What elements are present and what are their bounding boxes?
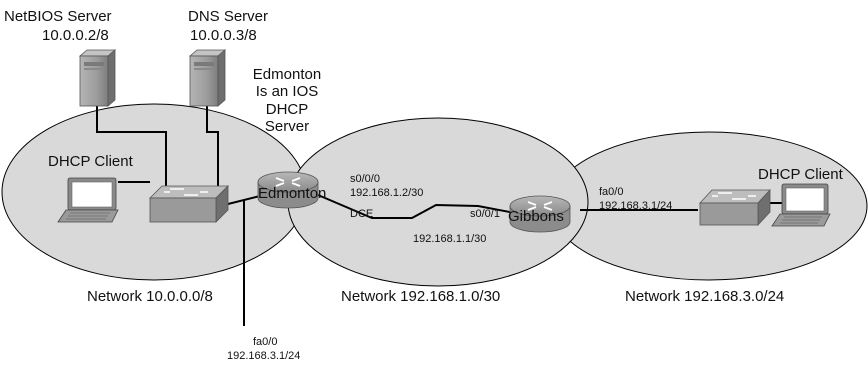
dce-label: DCE bbox=[350, 208, 374, 220]
edmonton-note-line: Is an IOS bbox=[255, 83, 319, 101]
gibbons-s001-label: s0/0/1 bbox=[470, 208, 500, 220]
gibbons-fa00-ip: 192.168.3.1/24 bbox=[599, 200, 673, 212]
router-icon bbox=[509, 195, 571, 233]
dhcp-client-left-label: DHCP Client bbox=[48, 153, 133, 170]
server-icon bbox=[188, 49, 227, 107]
edmonton-s000-label: s0/0/0 bbox=[350, 173, 380, 185]
switch-icon bbox=[149, 185, 229, 223]
edmonton-note-line: Edmonton bbox=[252, 66, 322, 83]
netbios-server-ip: 10.0.0.2/8 bbox=[42, 27, 109, 44]
edmonton-s000-ip: 192.168.1.2/30 bbox=[350, 187, 424, 199]
dns-server-name: DNS Server bbox=[188, 8, 269, 25]
network-right-label: Network 192.168.3.0/24 bbox=[625, 288, 785, 305]
edmonton-note-line: DHCP bbox=[265, 100, 309, 118]
edmonton-note-line: Server bbox=[264, 117, 310, 135]
link-netbios-switch bbox=[96, 100, 167, 194]
netbios-server-name: NetBIOS Server bbox=[4, 8, 112, 25]
router-gibbons-label: Gibbons bbox=[508, 208, 564, 225]
router-icon bbox=[257, 171, 319, 209]
laptop-icon bbox=[57, 177, 119, 223]
dhcp-client-right-label: DHCP Client bbox=[758, 166, 843, 183]
gibbons-fa00-label: fa0/0 bbox=[599, 186, 624, 198]
network-middle-label: Network 192.168.1.0/30 bbox=[341, 288, 501, 305]
edmonton-fa00-label: fa0/0 bbox=[253, 336, 278, 348]
network-left-label: Network 10.0.0.0/8 bbox=[87, 288, 213, 305]
edmonton-note: Edmonton Is an IOS DHCP Server bbox=[251, 66, 323, 135]
edmonton-fa00-ip: 192.168.3.1/24 bbox=[227, 350, 301, 362]
router-edmonton-label: Edmonton bbox=[258, 185, 327, 202]
laptop-icon bbox=[771, 183, 831, 227]
switch-icon bbox=[699, 188, 771, 227]
gibbons-s001-ip: 192.168.1.1/30 bbox=[413, 233, 487, 245]
serial-link bbox=[317, 194, 521, 219]
server-icon bbox=[78, 49, 117, 107]
dns-server-ip: 10.0.0.3/8 bbox=[190, 27, 257, 44]
link-dns-switch bbox=[206, 100, 219, 194]
